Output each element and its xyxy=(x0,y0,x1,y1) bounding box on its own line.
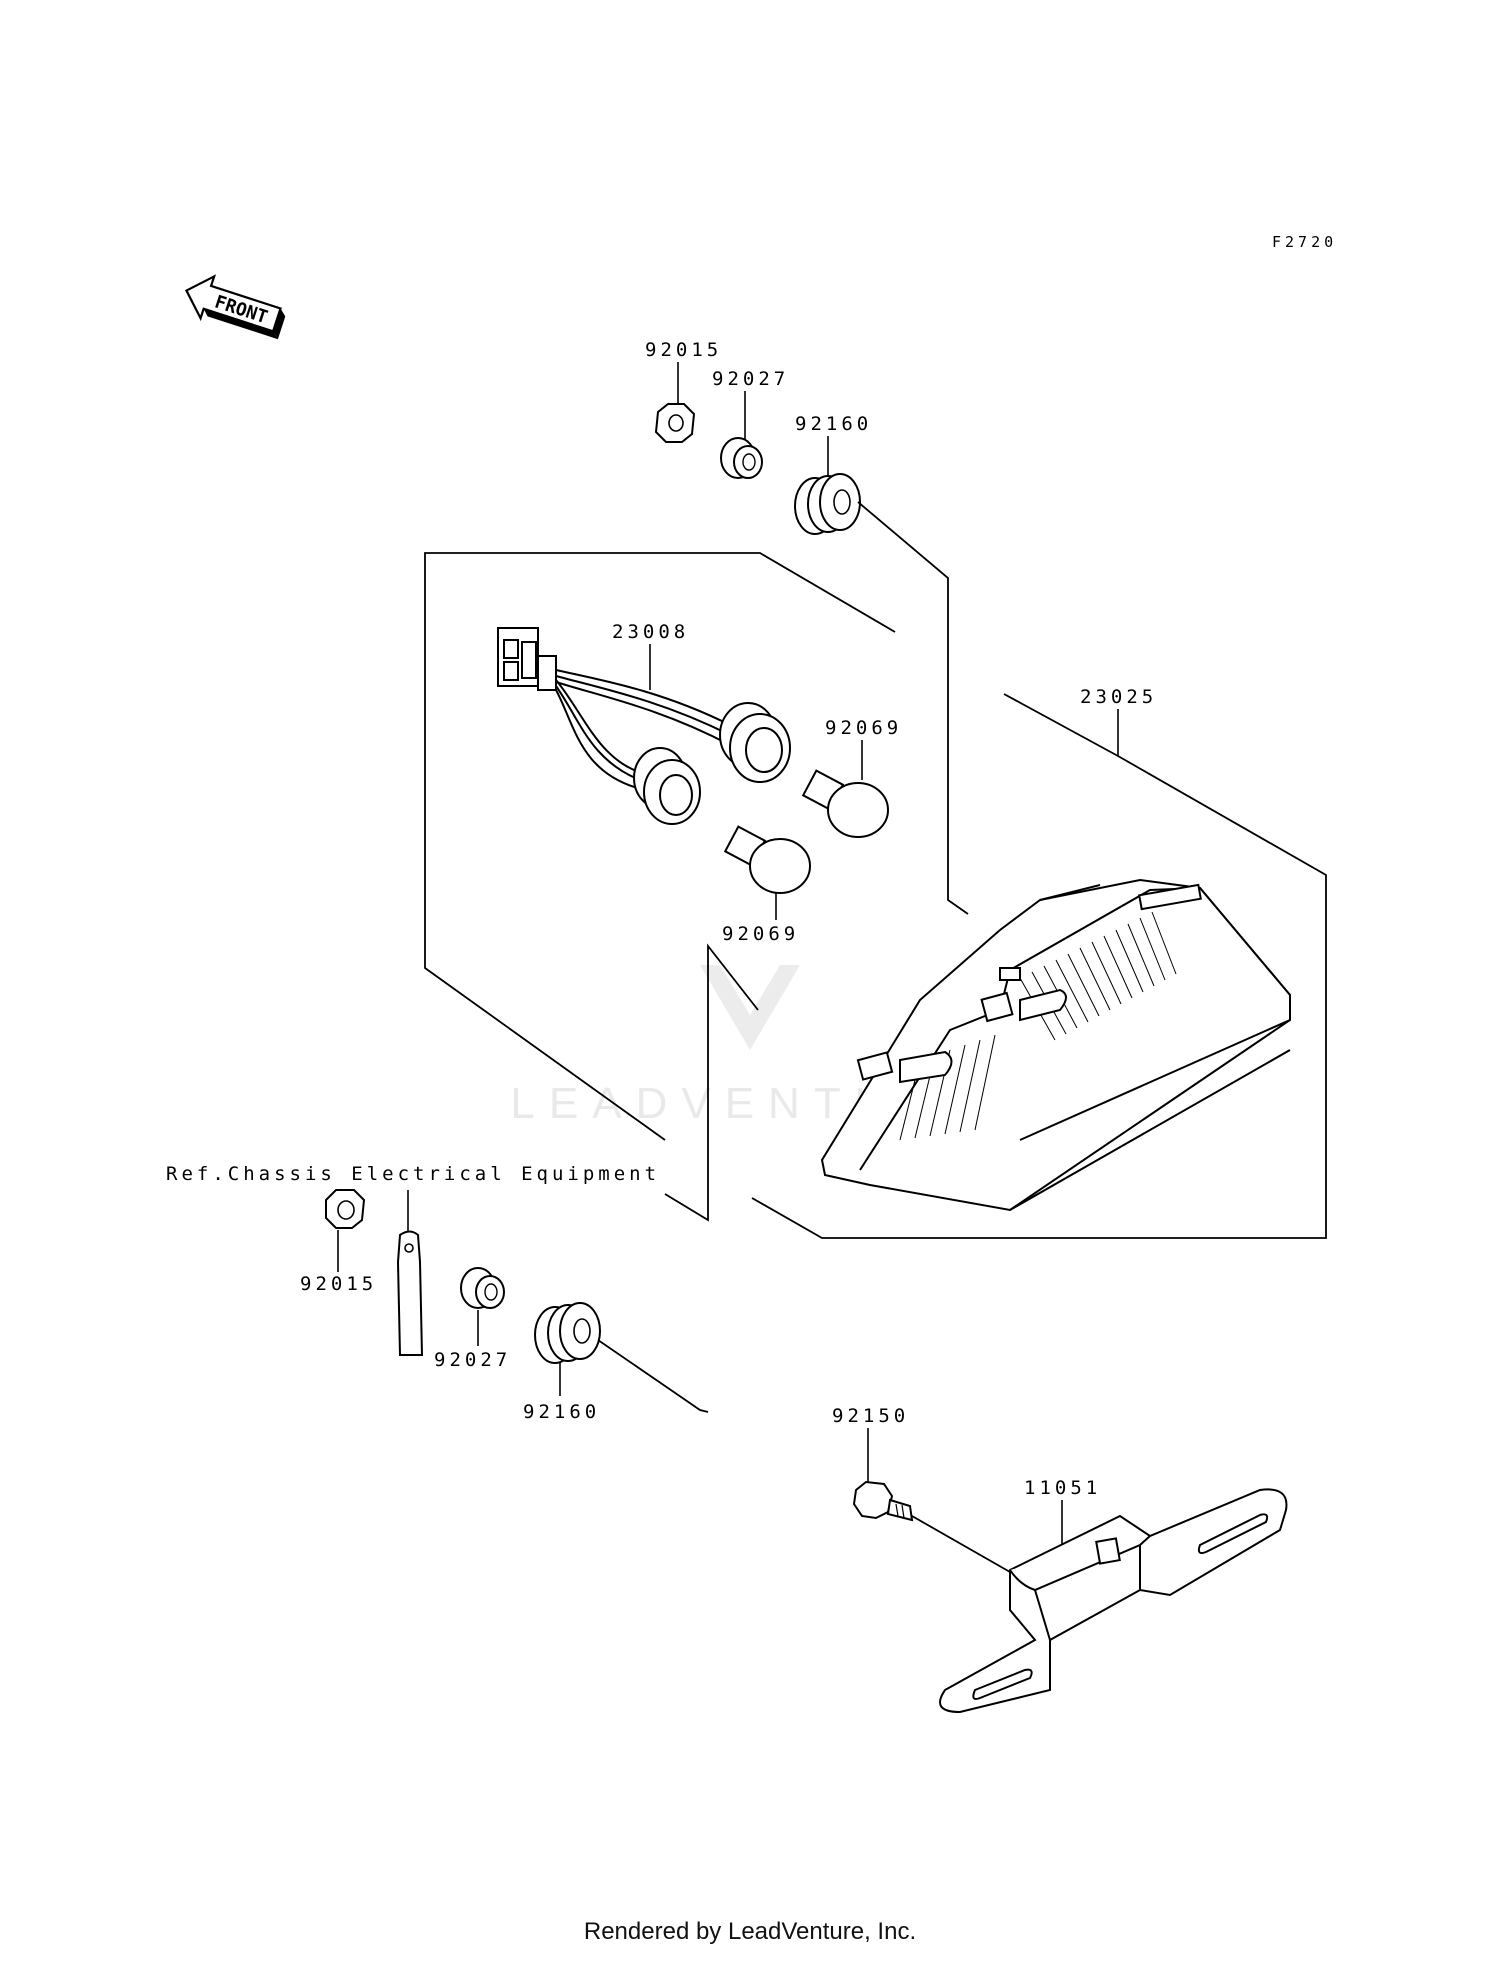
part-label-92150: 92150 xyxy=(832,1405,909,1427)
part-92150-bolt: 92150 xyxy=(832,1405,1010,1572)
part-23008-harness: 23008 xyxy=(498,621,790,824)
part-label-92160-top: 92160 xyxy=(795,413,872,435)
ground-lead-terminal xyxy=(398,1190,422,1355)
part-label-23008: 23008 xyxy=(612,621,689,643)
front-arrow-icon: FRONT xyxy=(180,270,286,340)
part-11051-bracket: 11051 xyxy=(940,1477,1286,1712)
diagram-code: F2720 xyxy=(1272,233,1337,251)
part-label-92069-b: 92069 xyxy=(722,923,799,945)
part-92069-bulb-b: 92069 xyxy=(722,827,810,945)
reference-note: Ref.Chassis Electrical Equipment xyxy=(166,1163,660,1185)
part-92015-top: 92015 xyxy=(645,339,722,442)
group-bracket-upper xyxy=(425,502,968,1140)
part-label-92015-top: 92015 xyxy=(645,339,722,361)
part-label-11051: 11051 xyxy=(1024,1477,1101,1499)
part-label-23025: 23025 xyxy=(1080,686,1157,708)
part-92027-top: 92027 xyxy=(712,368,789,478)
part-label-92027-top: 92027 xyxy=(712,368,789,390)
watermark-logo-icon xyxy=(700,965,800,1050)
part-92015-bottom: 92015 xyxy=(300,1190,377,1295)
part-92160-bottom: 92160 xyxy=(523,1303,708,1423)
part-label-92160-bottom: 92160 xyxy=(523,1401,600,1423)
part-92160-top: 92160 xyxy=(795,413,872,534)
part-23025-tail-lamp: 23025 xyxy=(665,686,1326,1238)
part-92027-bottom: 92027 xyxy=(434,1268,511,1371)
part-92069-bulb-a: 92069 xyxy=(803,717,902,837)
footer-credit: Rendered by LeadVenture, Inc. xyxy=(583,1918,917,1945)
part-label-92015-bottom: 92015 xyxy=(300,1273,377,1295)
part-label-92027-bottom: 92027 xyxy=(434,1349,511,1371)
part-label-92069-a: 92069 xyxy=(825,717,902,739)
